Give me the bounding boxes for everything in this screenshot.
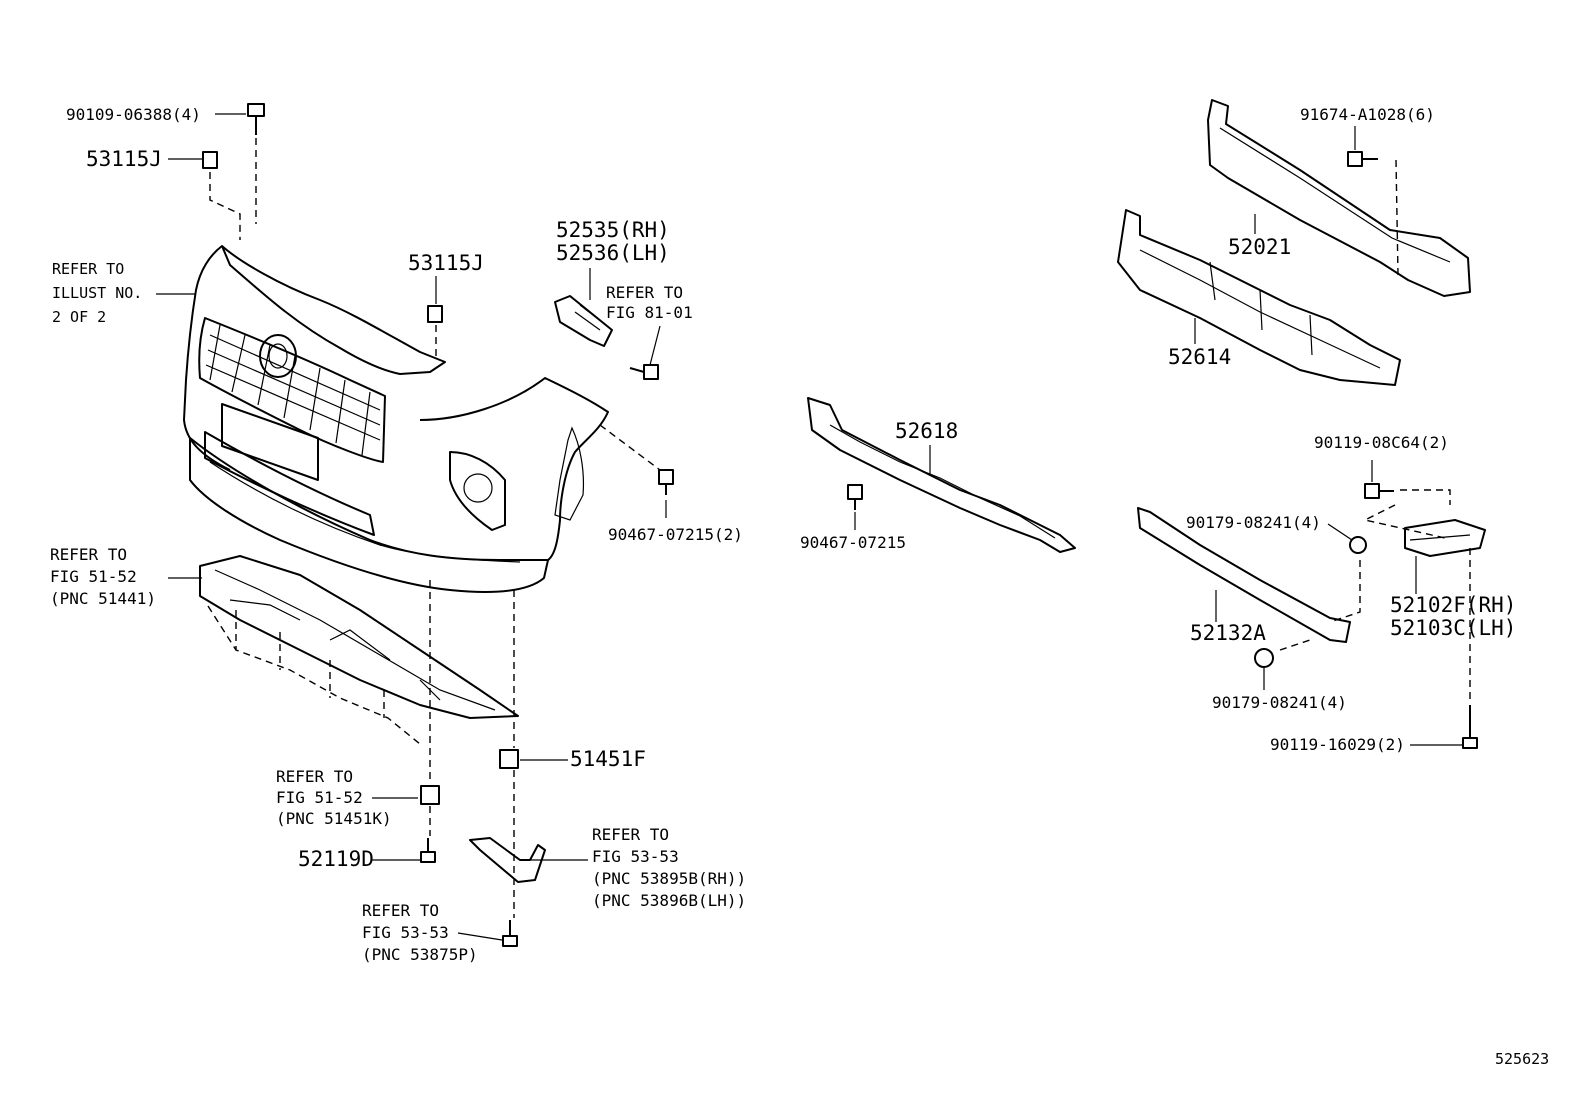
assembly-lines (209, 138, 1471, 918)
bracket-52102f (1404, 519, 1486, 557)
label-51451f: 51451F (570, 747, 646, 771)
label-refer-illust-3: 2 OF 2 (52, 308, 106, 326)
label-refer-fig81-2: FIG 81-01 (606, 303, 693, 322)
label-refer-fig5353-a3: (PNC 53895B(RH)) (592, 869, 746, 888)
label-refer-fig5353-b3: (PNC 53875P) (362, 945, 478, 964)
reinforcement-52021 (1207, 99, 1471, 297)
clip-53115j (427, 305, 443, 323)
bolt-90467-07215-2 (658, 469, 674, 495)
label-52618: 52618 (895, 419, 958, 443)
label-90119-08c64: 90119-08C64(2) (1314, 433, 1449, 452)
fasteners (202, 103, 1478, 947)
bolt-90109-06388 (247, 103, 265, 135)
label-90109-06388: 90109-06388(4) (66, 105, 201, 124)
label-90179-08241-a: 90179-08241(4) (1186, 513, 1321, 532)
label-91674-a1028: 91674-A1028(6) (1300, 105, 1435, 124)
retainer-52535 (554, 295, 613, 347)
bolt-91674-a1028 (1347, 151, 1378, 167)
label-refer-fig81-1: REFER TO (606, 283, 683, 302)
clip-53115j-top (202, 151, 218, 169)
label-refer-fig5152-b3: (PNC 51451K) (276, 809, 392, 828)
label-52102f-rh: 52102F(RH) (1390, 593, 1516, 617)
label-refer-fig5353-b1: REFER TO (362, 901, 439, 920)
label-refer-illust-1: REFER TO (52, 260, 124, 278)
label-52119d: 52119D (298, 847, 374, 871)
leader-lines (156, 113, 1462, 941)
bolt-fig81 (629, 364, 659, 380)
label-52132a: 52132A (1190, 621, 1266, 645)
bolt-90119-16029 (1462, 705, 1478, 749)
label-52021: 52021 (1228, 235, 1291, 259)
lower-bracket-53895b (469, 837, 546, 883)
label-90119-16029: 90119-16029(2) (1270, 735, 1405, 754)
label-refer-fig5152-b1: REFER TO (276, 767, 353, 786)
illustration-number: 525623 (1495, 1050, 1549, 1068)
part-labels: 90109-06388(4) 53115J REFER TO ILLUST NO… (50, 105, 1549, 1068)
label-refer-fig5152-a1: REFER TO (50, 545, 127, 564)
bolt-52119d (420, 838, 436, 863)
clip-51451k (420, 785, 440, 805)
label-52535-rh: 52535(RH) (556, 218, 670, 242)
label-90467-07215-2: 90467-07215(2) (608, 525, 743, 544)
label-52103c-lh: 52103C(LH) (1390, 616, 1516, 640)
bracket-52618 (807, 397, 1076, 553)
nut-90179-08241-b (1254, 648, 1274, 668)
label-refer-fig5353-a1: REFER TO (592, 825, 669, 844)
label-52614: 52614 (1168, 345, 1231, 369)
bolt-90119-08c64 (1364, 483, 1394, 499)
label-refer-fig5353-a2: FIG 53-53 (592, 847, 679, 866)
label-refer-fig5152-a3: (PNC 51441) (50, 589, 156, 608)
bolt-53875p (502, 920, 518, 947)
label-53115j: 53115J (408, 251, 484, 275)
under-cover-51441 (199, 555, 519, 745)
nut-90179-08241-a (1349, 536, 1367, 554)
front-bumper-cover (183, 245, 609, 593)
absorber-52614 (1117, 209, 1401, 386)
label-refer-fig5152-a2: FIG 51-52 (50, 567, 137, 586)
label-90179-08241-b: 90179-08241(4) (1212, 693, 1347, 712)
reinforcement-52132a (1137, 507, 1351, 643)
label-refer-fig5353-a4: (PNC 53896B(LH)) (592, 891, 746, 910)
label-refer-fig5353-b2: FIG 53-53 (362, 923, 449, 942)
label-53115j-top: 53115J (86, 147, 162, 171)
clip-51451f (499, 749, 519, 769)
label-52536-lh: 52536(LH) (556, 241, 670, 265)
label-refer-fig5152-b2: FIG 51-52 (276, 788, 363, 807)
label-refer-illust-2: ILLUST NO. (52, 284, 142, 302)
label-90467-07215: 90467-07215 (800, 533, 906, 552)
bolt-90467-07215 (847, 484, 863, 510)
